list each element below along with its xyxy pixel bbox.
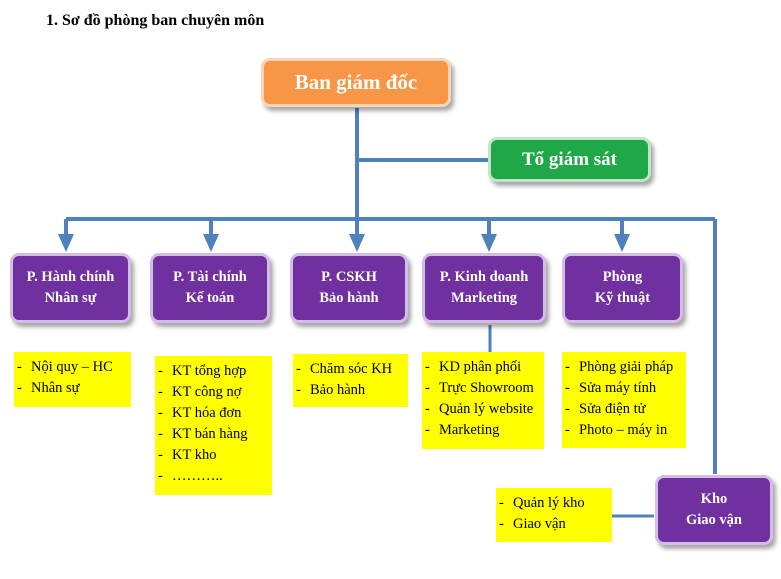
note-item: -Sửa máy tính bbox=[565, 380, 657, 396]
note-item: -Trực Showroom bbox=[425, 380, 534, 396]
dept-box-technical: Phòng Kỹ thuật bbox=[562, 253, 683, 323]
note-item: -Sửa điện tử bbox=[565, 401, 646, 417]
top-box-label: Ban giám đốc bbox=[294, 70, 418, 95]
supervision-box: Tổ giám sát bbox=[488, 137, 651, 182]
note-technical: -Phòng giải pháp -Sửa máy tính -Sửa điện… bbox=[562, 352, 686, 448]
supervision-box-label: Tổ giám sát bbox=[522, 148, 617, 170]
diagram-heading: 1. Sơ đồ phòng ban chuyên môn bbox=[46, 12, 265, 29]
dept-box-label: Phòng Kỹ thuật bbox=[594, 268, 651, 306]
note-item: -KT bán hàng bbox=[158, 426, 248, 442]
dept-box-label: P. Tài chính Kế toán bbox=[173, 268, 247, 306]
note-item: -KD phân phối bbox=[425, 359, 522, 375]
dept-box-label: P. Kinh doanh Marketing bbox=[439, 268, 529, 306]
note-item: -Quản lý website bbox=[425, 401, 534, 417]
dept-box-admin-hr: P. Hành chính Nhân sự bbox=[10, 253, 131, 323]
dept-box-sales-marketing: P. Kinh doanh Marketing bbox=[422, 253, 546, 323]
note-item: -Quản lý kho bbox=[499, 495, 585, 511]
dept-box-warehouse: Kho Giao vận bbox=[655, 475, 773, 545]
note-finance: -KT tổng hợp -KT công nợ -KT hóa đơn -KT… bbox=[155, 356, 272, 495]
note-item: -Chăm sóc KH bbox=[296, 361, 393, 377]
note-sales-marketing: -KD phân phối -Trực Showroom -Quản lý we… bbox=[422, 352, 544, 449]
note-admin-hr: -Nội quy – HC -Nhân sự bbox=[14, 352, 131, 407]
dept-box-customer-care: P. CSKH Bảo hành bbox=[290, 253, 408, 323]
note-item: -Giao vận bbox=[499, 516, 566, 532]
note-item: -Nội quy – HC bbox=[17, 359, 113, 375]
note-item: -Marketing bbox=[425, 422, 500, 438]
note-item: -Nhân sự bbox=[17, 380, 80, 396]
dept-box-label: P. CSKH Bảo hành bbox=[319, 268, 379, 306]
note-customer-care: -Chăm sóc KH -Bảo hành bbox=[293, 354, 408, 407]
dept-box-label: Kho Giao vận bbox=[686, 490, 742, 528]
note-warehouse: -Quản lý kho -Giao vận bbox=[496, 488, 612, 542]
note-item: -Photo – máy in bbox=[565, 422, 668, 438]
note-item: -……….. bbox=[158, 468, 223, 484]
note-item: -Phòng giải pháp bbox=[565, 359, 674, 375]
dept-box-finance: P. Tài chính Kế toán bbox=[150, 253, 270, 323]
note-item: -KT kho bbox=[158, 447, 217, 463]
note-item: -KT công nợ bbox=[158, 384, 242, 400]
note-item: -KT tổng hợp bbox=[158, 363, 247, 379]
note-item: -Bảo hành bbox=[296, 382, 366, 398]
note-item: -KT hóa đơn bbox=[158, 405, 242, 421]
dept-box-label: P. Hành chính Nhân sự bbox=[26, 268, 115, 306]
top-box: Ban giám đốc bbox=[261, 58, 451, 107]
